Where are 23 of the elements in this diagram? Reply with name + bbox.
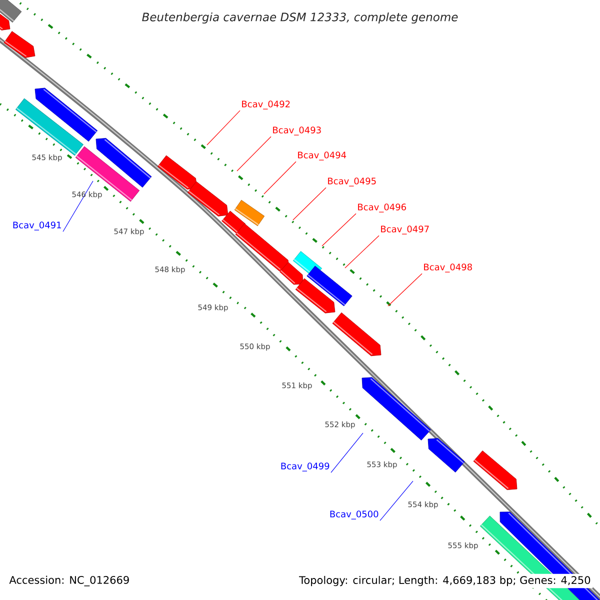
leader-line: [206, 110, 240, 146]
gene-label: Bcav_0497: [381, 226, 429, 234]
leader-line: [388, 273, 422, 306]
leader-line: [264, 161, 296, 194]
gene-label: Bcav_0494: [298, 152, 346, 160]
gene-label: Bcav_0495: [328, 178, 376, 186]
leader-line: [236, 136, 272, 172]
gene-label: Bcav_0498: [424, 264, 472, 272]
gene-label: Bcav_0493: [273, 126, 321, 136]
leader-line: [62, 180, 94, 232]
title: Beutenbergia cavernae DSM 12333, complete genome: [142, 12, 458, 24]
gene-label: Bcav_0499: [281, 462, 330, 472]
leader-line: [380, 480, 414, 521]
gene-label: Bcav_0500: [330, 510, 378, 520]
footer-text: Accession: NC_012669: [9, 576, 129, 586]
leader-line: [330, 432, 364, 473]
leader-line: [292, 187, 326, 220]
leader-line: [322, 213, 356, 246]
gene-label: Bcav_0496: [358, 204, 406, 212]
gene-label: Bcav_0491: [13, 222, 61, 230]
info-panel: Topology: circular; Length: 4,669,183 bp; Genes: 4,250: [297, 574, 593, 588]
leader-line: [344, 235, 380, 268]
gene-label: Bcav_0492: [242, 100, 290, 110]
